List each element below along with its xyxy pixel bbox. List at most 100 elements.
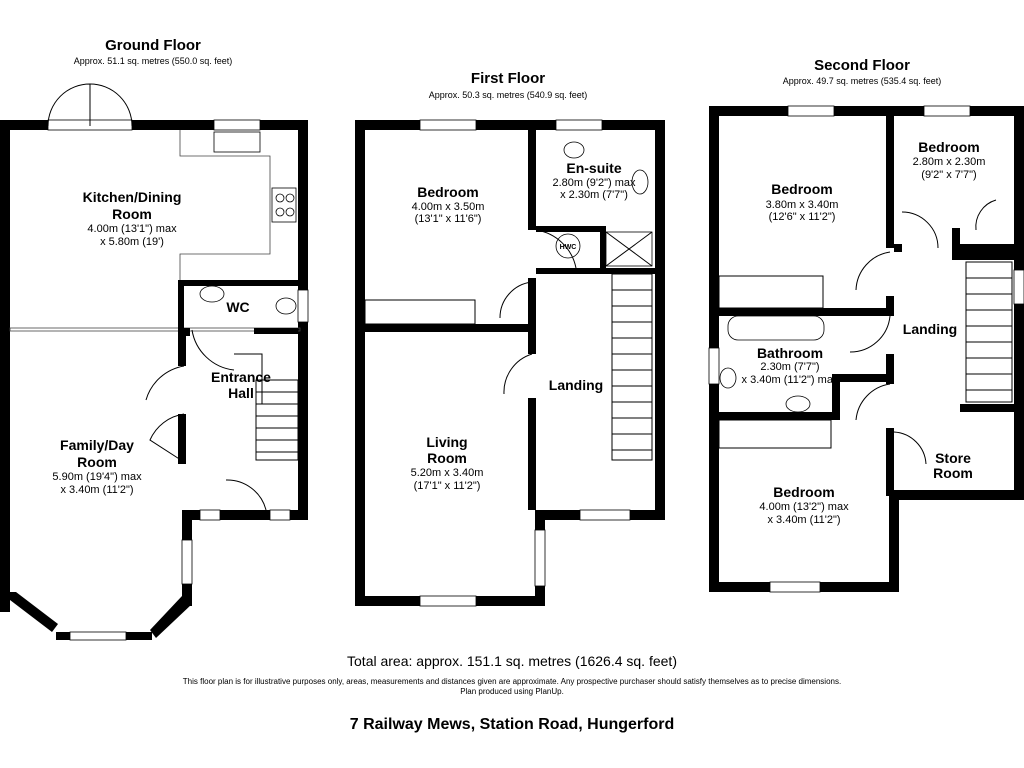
wall	[184, 328, 190, 336]
second-floor-title: Second Floor	[814, 57, 910, 74]
bathroom-dimensions: x 3.40m (11'2") max	[742, 374, 839, 386]
staircase	[234, 353, 299, 461]
bath	[727, 315, 825, 341]
ground-floor: Ground Floor Approx. 51.1 sq. metres (55…	[0, 37, 309, 641]
bathroom-label: Bathroom	[757, 345, 823, 361]
sf-bedroom3-dimensions: 4.00m (13'2") max	[759, 501, 849, 513]
living-room-label: Living	[426, 434, 467, 450]
wall	[192, 510, 308, 520]
window	[1013, 269, 1024, 305]
wall	[889, 490, 899, 592]
wall	[709, 412, 839, 420]
wardrobe	[718, 419, 832, 449]
kitchen-label: Room	[112, 206, 152, 222]
ff-bedroom-dimensions: 4.00m x 3.50m	[412, 201, 485, 213]
bay-wall	[0, 592, 58, 632]
wall	[886, 296, 894, 316]
door-swing	[893, 431, 927, 465]
wall	[952, 252, 1014, 260]
living-room-label: Room	[427, 450, 467, 466]
wall	[886, 354, 894, 384]
bathroom-dimensions: 2.30m (7'7")	[760, 361, 819, 373]
sf-bedroom1-dimensions: 3.80m x 3.40m	[766, 199, 839, 211]
toilet	[275, 297, 297, 315]
sf-bedroom2-label: Bedroom	[918, 139, 979, 155]
door-swing	[855, 251, 891, 291]
wall	[0, 120, 10, 612]
sf-bedroom1-dimensions: (12'6" x 11'2")	[769, 211, 836, 223]
worktop	[179, 130, 271, 280]
wall	[528, 398, 536, 510]
store-room-label: Store	[935, 450, 971, 466]
wall	[655, 120, 665, 520]
first-floor-title: First Floor	[471, 70, 545, 87]
bay-window	[69, 631, 127, 641]
hob-ring	[285, 193, 295, 203]
door-swing	[849, 315, 891, 353]
second-floor-area: Approx. 49.7 sq. metres (535.4 sq. feet)	[783, 76, 942, 86]
staircase	[965, 261, 1013, 403]
hot-water-cylinder	[555, 233, 581, 259]
hob-ring	[275, 193, 285, 203]
kitchen-label: Kitchen/Dining	[83, 189, 182, 205]
wall	[709, 106, 1024, 116]
window	[269, 509, 291, 521]
window	[199, 509, 221, 521]
window	[297, 289, 309, 323]
wardrobe	[718, 275, 824, 309]
wall	[528, 332, 536, 354]
wall	[528, 278, 536, 324]
wall	[536, 268, 656, 274]
sf-bedroom3-label: Bedroom	[773, 484, 834, 500]
door-swing	[535, 229, 577, 269]
window	[555, 119, 603, 131]
wall	[178, 414, 186, 464]
toilet	[563, 141, 585, 159]
ensuite-label: En-suite	[566, 160, 621, 176]
family-room-dimensions: x 3.40m (11'2")	[60, 484, 133, 496]
window	[534, 529, 546, 587]
door-swing	[499, 281, 533, 319]
wall	[0, 120, 48, 130]
window	[769, 581, 821, 593]
door-swing	[89, 83, 133, 127]
ff-landing-label: Landing	[549, 377, 603, 393]
wall	[889, 490, 1024, 500]
staircase	[611, 273, 653, 461]
basin	[785, 395, 811, 413]
wc-label: WC	[226, 299, 249, 315]
door-swing	[149, 413, 185, 463]
sf-landing-label: Landing	[903, 321, 957, 337]
wall	[178, 280, 298, 286]
store-room-label: Room	[933, 465, 973, 481]
wall	[528, 130, 536, 230]
door-swing	[901, 211, 939, 249]
window	[708, 347, 720, 385]
wall	[178, 330, 186, 366]
front-door-swing	[225, 479, 267, 511]
first-floor: First Floor Approx. 50.3 sq. metres (540…	[355, 70, 665, 607]
sf-bedroom2-dimensions: 2.80m x 2.30m	[913, 156, 986, 168]
wall-divider	[9, 327, 301, 332]
wall	[886, 116, 894, 248]
kitchen-dimensions: 4.00m (13'1") max	[87, 223, 177, 235]
window	[213, 119, 261, 131]
living-room-dimensions: (17'1" x 11'2")	[414, 480, 481, 492]
family-room-label: Room	[77, 454, 117, 470]
wall	[832, 374, 840, 420]
entrance-hall-label: Hall	[228, 385, 254, 401]
wall	[355, 120, 665, 130]
wall	[960, 404, 1014, 412]
property-address: 7 Railway Mews, Station Road, Hungerford	[349, 716, 675, 733]
wall	[832, 374, 890, 382]
basin	[631, 169, 649, 195]
wall	[952, 228, 960, 258]
disclaimer-text: This floor plan is for illustrative purp…	[182, 677, 842, 686]
ensuite-dimensions: 2.80m (9'2") max	[552, 177, 636, 189]
door-swing	[503, 353, 533, 395]
wall	[536, 226, 606, 232]
ff-bedroom-label: Bedroom	[417, 184, 478, 200]
window	[181, 539, 193, 585]
window	[579, 509, 631, 521]
